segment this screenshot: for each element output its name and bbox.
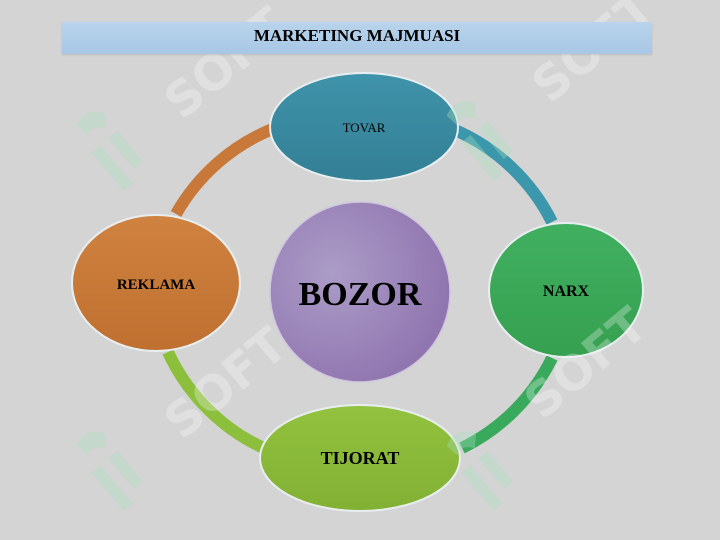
node-reklama — [71, 214, 241, 352]
node-tovar — [269, 72, 459, 182]
node-reklama-label: REKLAMA — [117, 277, 196, 293]
arc-tovar-narx — [452, 124, 558, 225]
center-circle — [269, 201, 451, 383]
node-narx — [488, 222, 644, 358]
svg-text:SOFT: SOFT — [522, 0, 666, 114]
node-tovar-label: TOVAR — [343, 120, 386, 135]
page-title: MARKETING MAJMUASI — [253, 26, 461, 45]
arc-reklama-tovar — [170, 122, 278, 217]
node-tijorat — [259, 404, 461, 512]
node-tijorat-label: TIJORAT — [321, 448, 400, 468]
center-label: BOZOR — [299, 276, 422, 313]
arc-tijorat-reklama — [162, 349, 271, 456]
watermark-logo — [76, 101, 514, 511]
arc-narx-tijorat — [459, 355, 558, 454]
node-narx-label: NARX — [543, 283, 590, 300]
title-bar: MARKETING MAJMUASI — [62, 22, 652, 54]
